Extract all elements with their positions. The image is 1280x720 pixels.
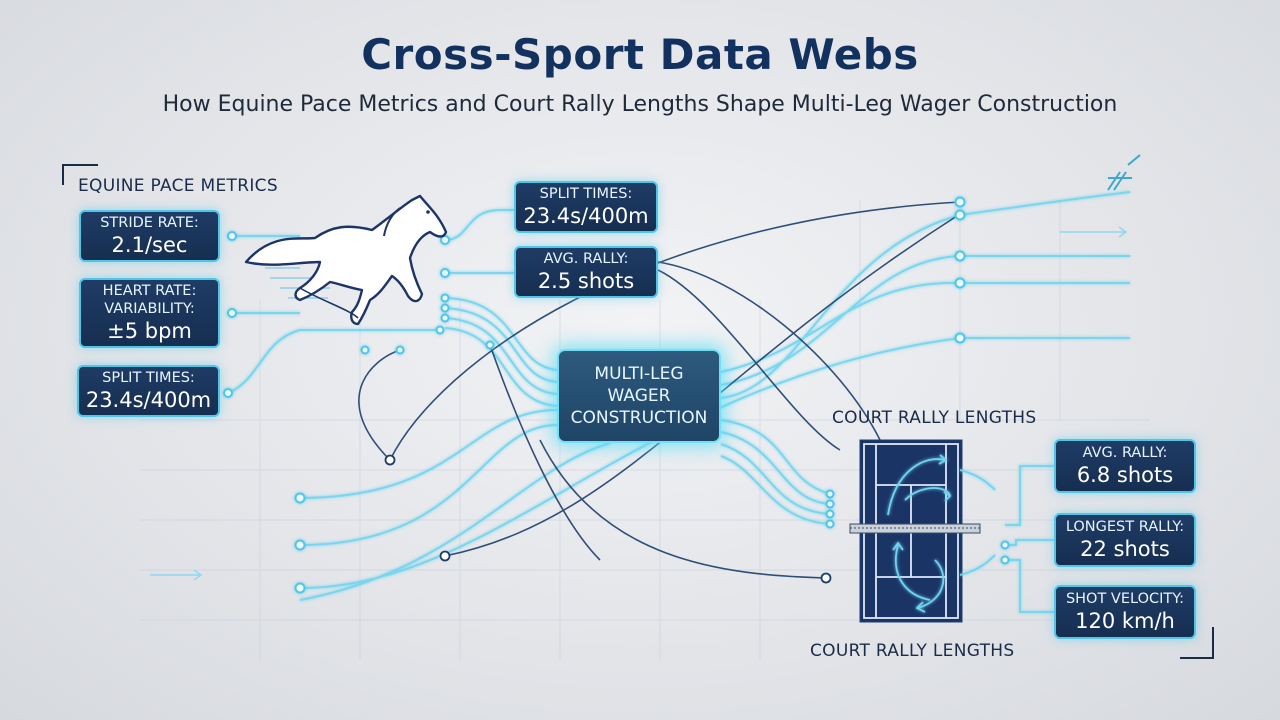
- page-subtitle: How Equine Pace Metrics and Court Rally …: [162, 92, 1118, 117]
- metric-value: 6.8 shots: [1076, 463, 1174, 487]
- metric-value: ±5 bpm: [107, 319, 192, 343]
- metric-label: AVG. RALLY:: [1082, 445, 1168, 461]
- metric-label: LONGEST RALLY:: [1065, 519, 1185, 535]
- avg-rally-center-card: AVG. RALLY: 2.5 shots: [514, 246, 658, 298]
- corner-bracket: [62, 164, 98, 185]
- metric-label: SPLIT TIMES:: [102, 370, 195, 386]
- metric-label: SPLIT TIMES:: [539, 186, 633, 202]
- corner-bracket: [1180, 627, 1214, 659]
- split-times-center-card: SPLIT TIMES: 23.4s/400m: [514, 181, 658, 233]
- court-section-label-top: COURT RALLY LENGTHS: [832, 408, 1037, 428]
- tennis-court-icon: [849, 439, 996, 623]
- equine-section-label: EQUINE PACE METRICS: [78, 176, 278, 196]
- stride-rate-card: STRIDE RATE: 2.1/sec: [79, 210, 220, 262]
- metric-label: STRIDE RATE:: [100, 215, 199, 231]
- metric-label: SHOT VELOCITY:: [1065, 591, 1185, 607]
- longest-rally-card: LONGEST RALLY: 22 shots: [1054, 513, 1196, 567]
- metric-value: 2.5 shots: [537, 269, 635, 293]
- split-times-card: SPLIT TIMES: 23.4s/400m: [77, 365, 220, 417]
- page-title: Cross-Sport Data Webs: [361, 30, 919, 79]
- metric-value: 23.4s/400m: [85, 388, 212, 412]
- heart-rate-variability-card: HEART RATE: VARIABILITY: ±5 bpm: [79, 278, 220, 348]
- hub-label: MULTI-LEG WAGER CONSTRUCTION: [570, 364, 708, 428]
- avg-rally-card: AVG. RALLY: 6.8 shots: [1054, 439, 1196, 493]
- metric-label: HEART RATE: VARIABILITY:: [102, 283, 197, 317]
- arrow-icon: [150, 226, 1128, 581]
- metric-value: 2.1/sec: [111, 233, 188, 257]
- court-section-label-bottom: COURT RALLY LENGTHS: [810, 641, 1015, 661]
- metric-value: 23.4s/400m: [523, 204, 649, 228]
- sparkle-icon: [1107, 154, 1141, 191]
- shot-velocity-card: SHOT VELOCITY: 120 km/h: [1054, 585, 1196, 639]
- metric-value: 22 shots: [1080, 537, 1170, 561]
- horse-icon: [244, 194, 448, 326]
- metric-label: AVG. RALLY:: [543, 251, 629, 267]
- multi-leg-wager-hub: MULTI-LEG WAGER CONSTRUCTION: [557, 349, 721, 443]
- metric-value: 120 km/h: [1075, 609, 1175, 633]
